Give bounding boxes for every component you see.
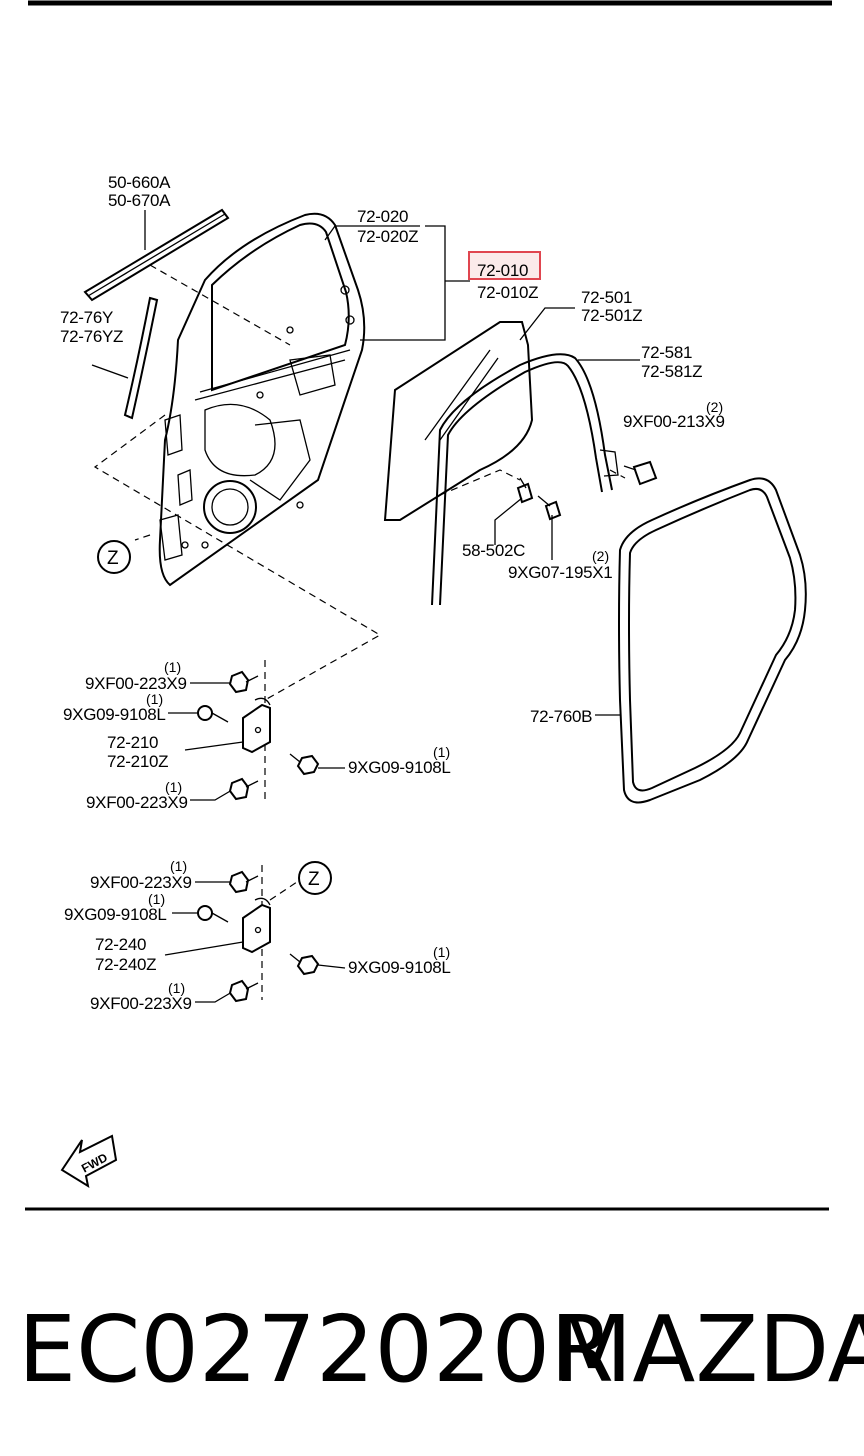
label-72-010: 72-010 — [477, 261, 528, 280]
qty-lower-bolt-2: (1) — [148, 891, 165, 907]
label-upper-bolt-2: 9XG09-9108L — [63, 705, 166, 724]
highlight-box — [468, 251, 541, 280]
labels: 50-660A 50-670A 72-020 72-020Z 72-010 72… — [60, 173, 725, 1013]
qty-upper-bolt-1: (1) — [164, 659, 181, 675]
label-72-010z: 72-010Z — [477, 283, 538, 302]
label-72-76y: 72-76Y — [60, 308, 113, 327]
lower-hinge-group — [197, 870, 320, 1003]
lower-bolt-3 — [289, 953, 320, 976]
upper-bolt-2 — [197, 705, 229, 723]
qty-upper-bolt-2: (1) — [146, 691, 163, 707]
guide-lines — [93, 264, 626, 1000]
qty-lower-bolt-1: (1) — [170, 858, 187, 874]
belt-moulding — [83, 208, 230, 302]
label-lower-hinge: 72-240 — [95, 935, 146, 954]
label-72-760b: 72-760B — [530, 707, 592, 726]
upper-hinge-group — [197, 670, 320, 801]
z-marker-label: Z — [107, 548, 119, 569]
label-9xg07-195x1: 9XG07-195X1 — [508, 563, 612, 582]
upper-bolt-1 — [228, 670, 259, 694]
label-72-501: 72-501 — [581, 288, 632, 307]
label-upper-bolt-4: 9XF00-223X9 — [86, 793, 188, 812]
label-lower-hinge-z: 72-240Z — [95, 955, 156, 974]
label-72-020: 72-020 — [357, 207, 408, 226]
label-upper-bolt-3: 9XG09-9108L — [348, 758, 451, 777]
upper-bolt-3 — [289, 753, 320, 776]
door-shell — [158, 212, 366, 587]
label-upper-hinge: 72-210 — [107, 733, 158, 752]
label-lower-bolt-1: 9XF00-223X9 — [90, 873, 192, 892]
label-upper-bolt-1: 9XF00-223X9 — [85, 674, 187, 693]
qty-lower-bolt-4: (1) — [168, 980, 185, 996]
qty-upper-bolt-3: (1) — [433, 744, 450, 760]
label-72-76yz: 72-76YZ — [60, 327, 123, 346]
brand-name: MAZDA — [553, 1296, 864, 1403]
lower-bolt-2 — [197, 905, 229, 923]
upper-hinge — [242, 697, 271, 754]
footer: EC0272020R MAZDA — [0, 1290, 864, 1410]
label-50-670a: 50-670A — [108, 191, 171, 210]
door-glass — [383, 321, 534, 521]
sash-strip — [123, 296, 159, 420]
lower-bolt-1 — [228, 870, 259, 894]
label-lower-bolt-4: 9XF00-223X9 — [90, 994, 192, 1013]
label-58-502c: 58-502C — [462, 541, 525, 560]
glass-fasteners — [516, 460, 658, 521]
leader-lines — [91, 210, 640, 1003]
label-lower-bolt-3: 9XG09-9108L — [348, 958, 451, 977]
qty-lower-bolt-3: (1) — [433, 944, 450, 960]
lower-hinge — [242, 897, 271, 954]
label-lower-bolt-2: 9XG09-9108L — [64, 905, 167, 924]
qty-9xg07-195x1: (2) — [592, 548, 609, 564]
label-50-660a: 50-660A — [108, 173, 171, 192]
lower-bolt-4 — [228, 979, 259, 1003]
label-9xf00-213x9: 9XF00-213X9 — [623, 412, 725, 431]
glass-run — [431, 353, 619, 606]
label-upper-hinge-z: 72-210Z — [107, 752, 168, 771]
label-72-581: 72-581 — [641, 343, 692, 362]
weatherstrip — [618, 477, 807, 804]
label-72-581z: 72-581Z — [641, 362, 702, 381]
qty-9xf00-213x9: (2) — [706, 399, 723, 415]
z-marker-circle — [97, 540, 131, 574]
label-72-501z: 72-501Z — [581, 306, 642, 325]
upper-bolt-4 — [228, 777, 259, 801]
part-code: EC0272020R — [18, 1296, 615, 1403]
z-marker-label-2: Z — [308, 869, 320, 890]
fwd-arrow-icon: FWD — [60, 1134, 118, 1189]
label-72-020z: 72-020Z — [357, 227, 418, 246]
qty-upper-bolt-4: (1) — [165, 779, 182, 795]
z-marker-circle-2 — [298, 861, 332, 895]
